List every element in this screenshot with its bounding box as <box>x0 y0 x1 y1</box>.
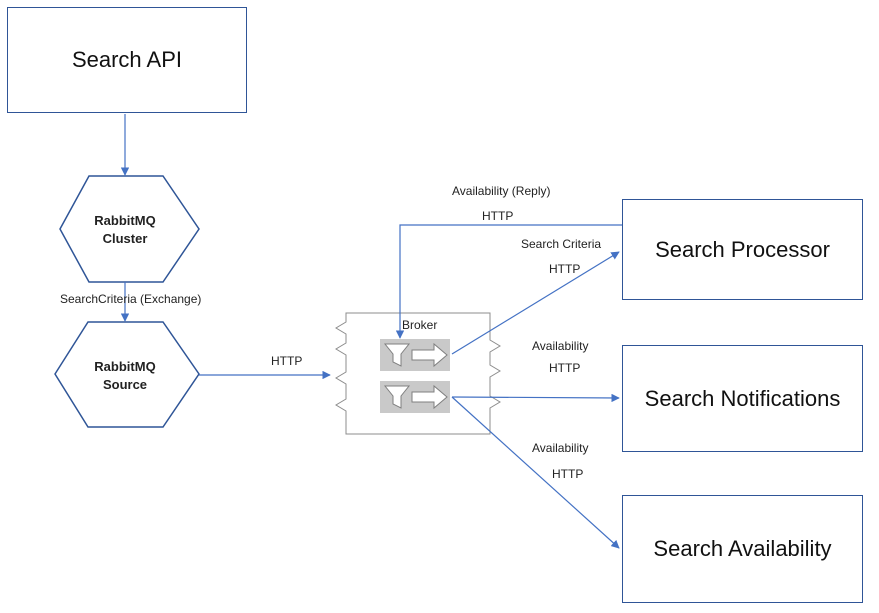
availability-edge-label: Availability <box>532 441 589 455</box>
filter-funnel-icon <box>383 385 411 409</box>
filter-router-2 <box>380 381 450 413</box>
search-processor-box[interactable]: Search Processor <box>622 199 863 300</box>
filter-router-1 <box>380 339 450 371</box>
search-notifications-box[interactable]: Search Notifications <box>622 345 863 452</box>
availability-http-label: HTTP <box>552 467 584 481</box>
notifications-arrow <box>451 393 620 403</box>
search-availability-label: Search Availability <box>653 536 832 561</box>
search-processor-label: Search Processor <box>655 236 830 262</box>
search-api-label: Search API <box>71 47 183 72</box>
notifications-http-label: HTTP <box>549 361 581 375</box>
reply-edge-label: Availability (Reply) <box>452 184 551 198</box>
criteria-edge-label: Search Criteria <box>521 237 602 251</box>
availability-arrow <box>451 396 620 549</box>
criteria-http-label: HTTP <box>549 262 581 276</box>
rabbitmq-cluster-label: RabbitMQ Cluster <box>94 213 156 246</box>
exchange-edge-label: SearchCriteria (Exchange) <box>60 292 202 306</box>
notifications-edge-label: Availability <box>532 339 589 353</box>
criteria-arrow <box>451 251 620 355</box>
broker-label: Broker <box>402 318 438 332</box>
rabbitmq-source-label: RabbitMQ Source <box>94 359 156 392</box>
filter-funnel-icon <box>383 343 411 367</box>
reply-http-label: HTTP <box>482 209 514 223</box>
arrow-right-icon <box>411 342 448 368</box>
search-notifications-label: Search Notifications <box>644 385 841 411</box>
arrow-right-icon <box>411 384 448 410</box>
search-api-box[interactable]: Search API <box>7 7 247 113</box>
reply-arrow <box>395 224 622 339</box>
search-availability-box[interactable]: Search Availability <box>622 495 863 603</box>
source-broker-http-label: HTTP <box>271 354 303 368</box>
rabbitmq-cluster-hexagon[interactable] <box>59 175 200 283</box>
rabbitmq-source-hexagon[interactable] <box>54 321 200 428</box>
